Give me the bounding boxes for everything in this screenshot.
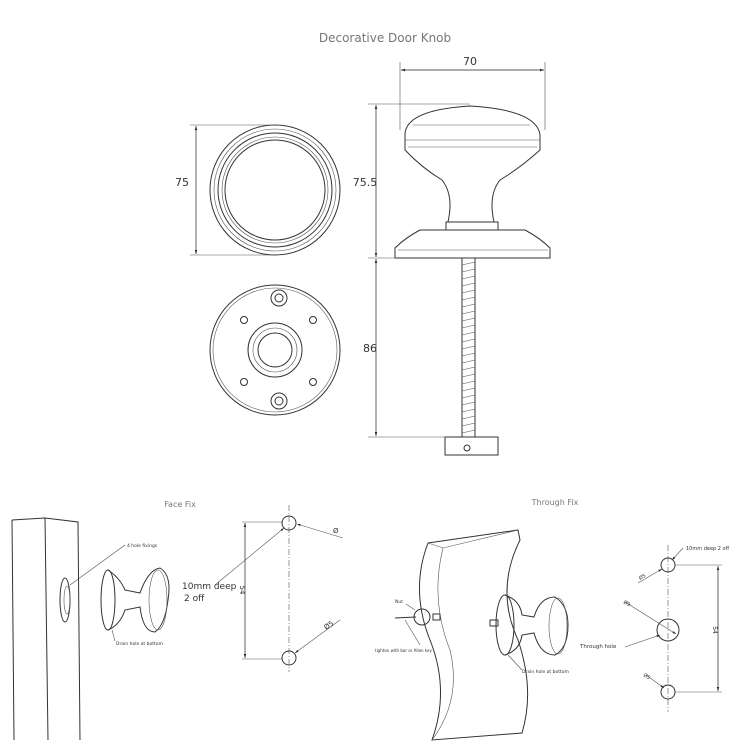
through-fix-dim-dia-top: Ø5 <box>638 572 648 582</box>
label-tighten: tighten with bar or Allen key <box>375 648 432 653</box>
dim-height: 75.5 <box>353 176 378 189</box>
drawing-title: Decorative Door Knob <box>319 31 451 45</box>
front-view: 75 <box>175 124 341 256</box>
through-fix-dim-dia-bottom: Ø5 <box>642 672 652 682</box>
face-fix-section: Face Fix 4 hole fixings Drain hole at bo… <box>11 500 344 741</box>
label-drain-hole: Drain hole at bottom <box>116 641 163 647</box>
dim-spindle: 86 <box>363 342 377 355</box>
dim-diameter: 75 <box>175 176 189 189</box>
label-10mm-deep-2-off: 10mm deep 2 off <box>686 546 730 552</box>
face-fix-heading: Face Fix <box>164 500 196 509</box>
label-10mm-deep: 10mm deep <box>182 582 237 592</box>
through-fix-heading: Through Fix <box>531 498 579 507</box>
face-fix-dim-dia-top: Ø <box>333 527 339 535</box>
dim-width: 70 <box>463 55 477 68</box>
through-fix-dim-dia-mid: Ø9 <box>622 599 632 609</box>
label-through-hole: Through hole <box>579 644 617 650</box>
through-fix-label-drain-hole: Drain hole at bottom <box>522 669 569 675</box>
label-2-off: 2 off <box>184 594 205 604</box>
side-view: 70 75.5 86 <box>353 55 551 456</box>
label-nut: Nut <box>395 599 403 605</box>
through-fix-dim-spacing: 54 <box>711 626 718 634</box>
face-fix-dim-spacing: 54 <box>238 586 246 595</box>
label-four-hole-fixings: 4 hole fixings <box>127 543 158 549</box>
back-plate-view <box>209 284 341 416</box>
face-fix-dim-dia-bottom: Ø5 <box>323 619 336 631</box>
through-fix-section: Through Fix Nut tighten with bar or Alle… <box>375 498 730 741</box>
